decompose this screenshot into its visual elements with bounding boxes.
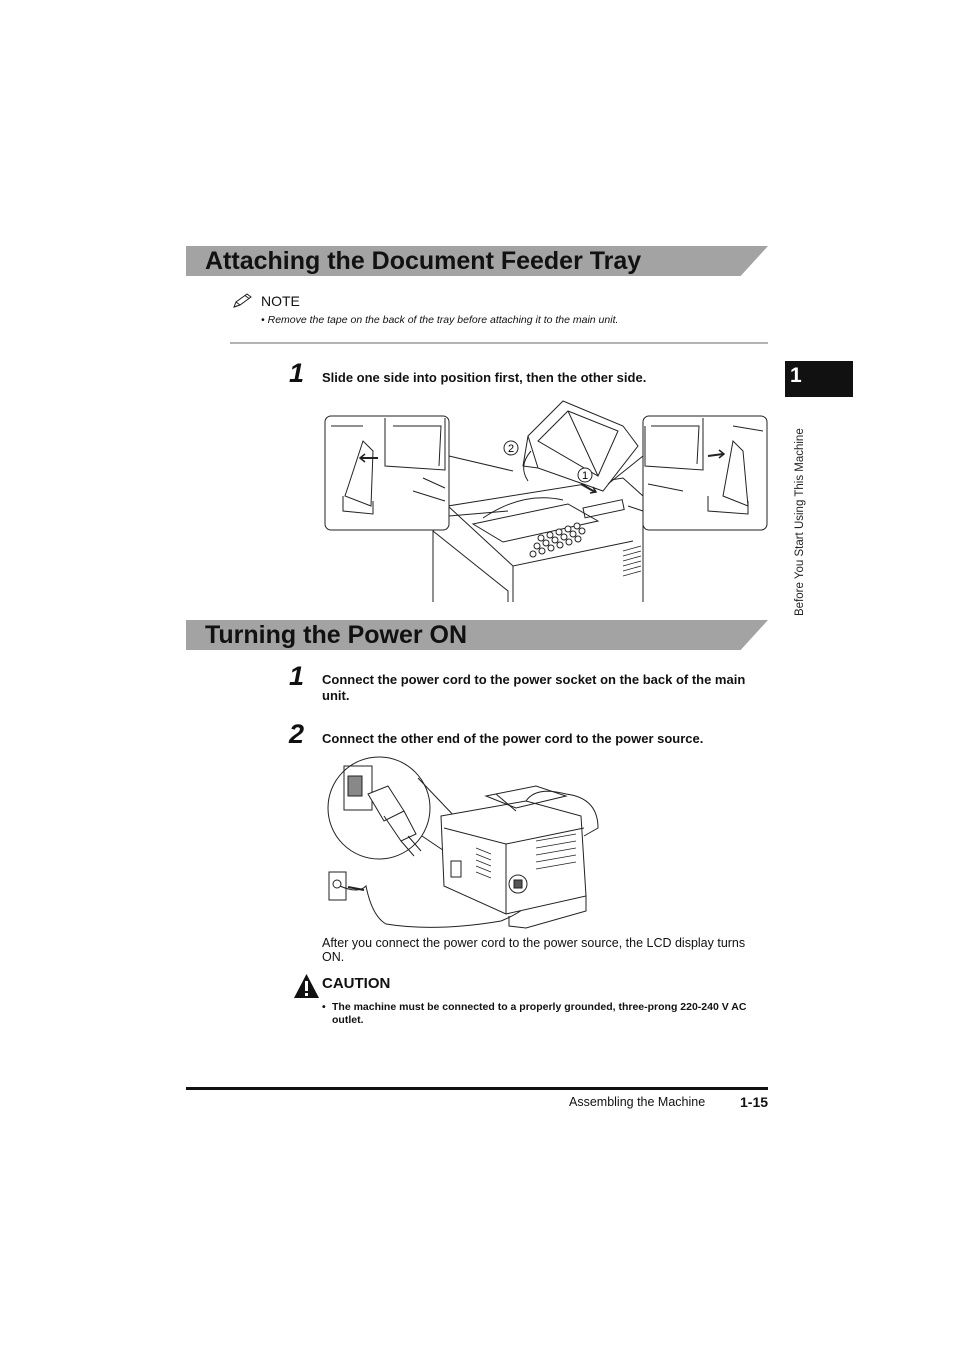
section-banner: Turning the Power ON xyxy=(186,620,768,650)
feeder-tray-illustration: 2 1 xyxy=(324,400,768,602)
callout-2: 2 xyxy=(508,443,514,455)
caution-label: CAUTION xyxy=(322,975,391,992)
footer-rule xyxy=(186,1087,768,1090)
warning-triangle-icon xyxy=(294,974,319,998)
note-item: • Remove the tape on the back of the tra… xyxy=(261,314,618,326)
caution-text: The machine must be connected to a prope… xyxy=(332,1001,747,1026)
power-cord-illustration xyxy=(327,756,599,929)
step-number: 1 xyxy=(289,358,305,388)
right-detail-inset xyxy=(607,415,768,531)
section-banner: Attaching the Document Feeder Tray xyxy=(186,246,768,276)
note-text: Remove the tape on the back of the tray … xyxy=(267,314,619,326)
step-text: Slide one side into position first, then… xyxy=(322,370,647,385)
step-number: 2 xyxy=(289,719,305,749)
section-title: Attaching the Document Feeder Tray xyxy=(205,247,642,275)
page-number: 1-15 xyxy=(740,1094,769,1110)
pencil-icon xyxy=(233,293,252,308)
caution-item: • The machine must be connected to a pro… xyxy=(322,1001,762,1027)
footer-section-title: Assembling the Machine xyxy=(569,1095,706,1109)
note-divider xyxy=(230,342,768,344)
callout-1-circle xyxy=(577,467,593,483)
after-connect-text: After you connect the power cord to the … xyxy=(322,936,746,964)
note-label: NOTE xyxy=(261,293,300,309)
chapter-title: Before You Start Using This Machine xyxy=(794,428,806,616)
caution-bullet: • xyxy=(322,1001,326,1013)
step-text: Connect the power cord to the power sock… xyxy=(322,672,746,703)
chapter-tab: 1 xyxy=(785,361,853,397)
step-text: Connect the other end of the power cord … xyxy=(322,731,704,746)
step-number: 1 xyxy=(289,661,305,691)
callout-2-circle xyxy=(503,440,519,456)
note-bullet: • xyxy=(261,314,265,326)
chapter-number: 1 xyxy=(790,364,802,387)
left-detail-inset xyxy=(324,415,514,531)
section-title: Turning the Power ON xyxy=(205,621,468,649)
callout-1: 1 xyxy=(582,470,588,482)
